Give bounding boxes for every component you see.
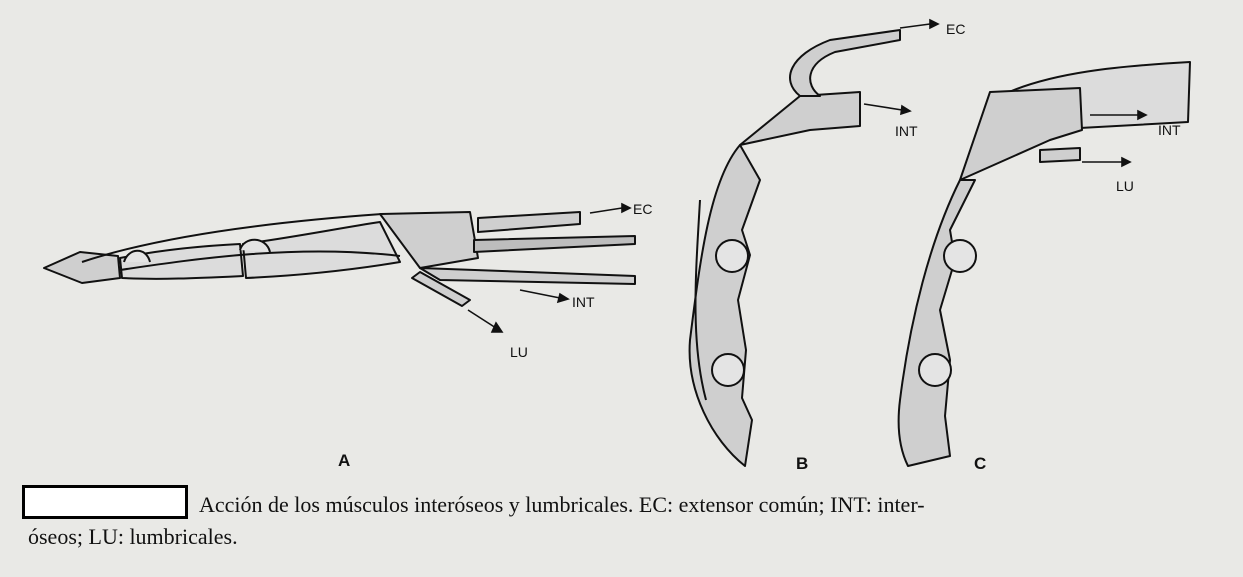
- label-b-int: INT: [895, 123, 918, 139]
- lu-tendon-c: [1039, 147, 1081, 163]
- lateral-band-b: [694, 199, 707, 401]
- panel-label-b: B: [796, 454, 808, 473]
- finger-b-outline: [688, 144, 761, 467]
- int-tendon-a: [419, 267, 636, 285]
- caption-line-2: óseos; LU: lumbricales.: [28, 524, 238, 549]
- panel-a-finger: [43, 211, 636, 307]
- dip-joint-c: [918, 353, 952, 387]
- extensor-hood-a: [379, 211, 479, 269]
- tendon-arrows: [467, 18, 1148, 333]
- proximal-phalanx-a: [242, 221, 401, 279]
- lu-tendon-a: [411, 271, 471, 307]
- ec-tendon-a: [477, 211, 581, 233]
- caption-line-1: Acción de los músculos interóseos y lumb…: [199, 492, 925, 517]
- pip-joint-c: [943, 239, 977, 273]
- dip-joint-b: [711, 353, 745, 387]
- label-a-int: INT: [572, 294, 595, 310]
- pip-joint-b: [715, 239, 749, 273]
- lateral-band-b-a: [119, 250, 401, 271]
- label-c-int: INT: [1158, 122, 1181, 138]
- distal-phalanx-a: [43, 251, 121, 284]
- label-c-lu: LU: [1116, 178, 1134, 194]
- label-a-ec: EC: [633, 201, 652, 217]
- panel-label-a: A: [338, 451, 350, 470]
- panel-label-c: C: [974, 454, 986, 473]
- label-b-ec: EC: [946, 21, 965, 37]
- central-band-a: [473, 235, 636, 253]
- ec-tendon-b: [789, 29, 901, 97]
- figure-number-redaction-box: [22, 485, 188, 519]
- label-a-lu: LU: [510, 344, 528, 360]
- dip-joint-a: [123, 249, 151, 263]
- figure-caption: Acción de los músculos interóseos y lumb…: [28, 489, 1209, 549]
- hood-c: [959, 87, 1083, 181]
- mcp-hood-b: [739, 91, 861, 146]
- finger-c-outline: [897, 179, 976, 467]
- panel-c-finger: [897, 61, 1191, 467]
- pip-joint-a: [239, 238, 271, 253]
- lateral-band-a: [81, 213, 383, 263]
- panel-b-finger: [688, 29, 901, 467]
